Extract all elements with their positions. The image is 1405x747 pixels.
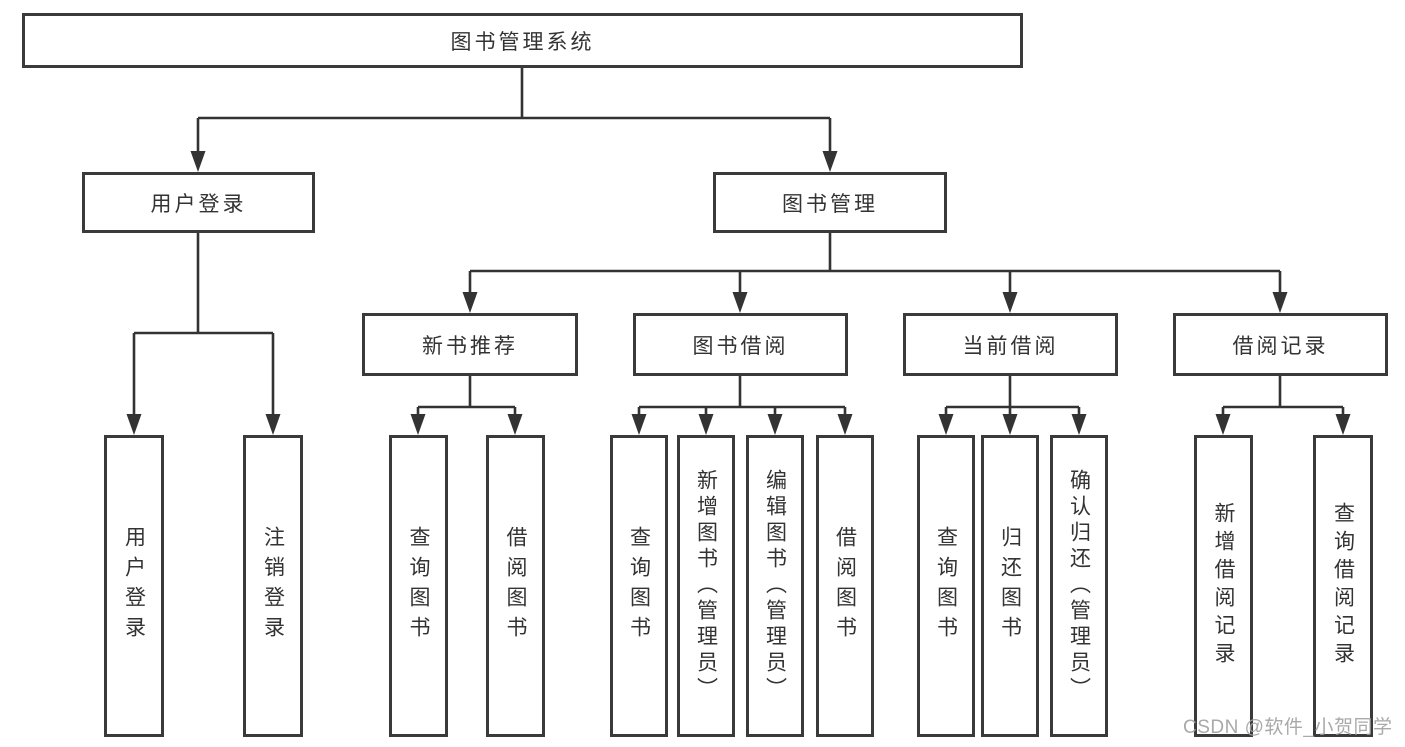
- node-leaf-br-query-record: 查询借阅记录: [1313, 435, 1373, 737]
- node-leaf-nbr-borrow-books: 借阅图书: [486, 435, 545, 737]
- node-label: 确认归还（管理员）: [1067, 469, 1091, 703]
- node-label: 借阅图书: [504, 526, 527, 646]
- node-borrowing-records: 借阅记录: [1173, 313, 1388, 376]
- node-label: 查询图书: [934, 526, 958, 646]
- node-label: 图书管理: [782, 192, 878, 216]
- node-label: 图书借阅: [692, 334, 789, 358]
- csdn-watermark: CSDN @软件_小贺同学: [1183, 717, 1393, 738]
- node-label: 用户登录: [122, 526, 146, 646]
- node-root-system: 图书管理系统: [22, 13, 1023, 68]
- node-label: 新增图书（管理员）: [694, 469, 718, 703]
- node-label: 编辑图书（管理员）: [763, 469, 787, 703]
- node-leaf-bb-add-books-admin: 新增图书（管理员）: [677, 435, 735, 737]
- node-leaf-user-login: 用户登录: [104, 435, 164, 737]
- node-label: 新书推荐: [422, 334, 518, 358]
- node-leaf-cb-return-books: 归还图书: [981, 435, 1039, 737]
- node-label: 新增借阅记录: [1212, 502, 1235, 670]
- node-label: 借阅图书: [833, 526, 857, 646]
- node-leaf-bb-edit-books-admin: 编辑图书（管理员）: [746, 435, 804, 737]
- node-leaf-nbr-query-books: 查询图书: [389, 435, 448, 737]
- node-label: 归还图书: [998, 526, 1022, 646]
- node-label: 查询图书: [627, 526, 651, 646]
- node-user-login-module: 用户登录: [82, 172, 315, 233]
- node-leaf-br-add-record: 新增借阅记录: [1194, 435, 1253, 737]
- node-label: 当前借阅: [962, 334, 1059, 358]
- node-label: 图书管理系统: [450, 30, 595, 54]
- node-label: 注销登录: [261, 526, 285, 646]
- node-book-management-module: 图书管理: [713, 172, 947, 233]
- node-label: 借阅记录: [1232, 334, 1329, 358]
- node-leaf-cb-confirm-return-admin: 确认归还（管理员）: [1050, 435, 1108, 737]
- node-current-borrowing: 当前借阅: [903, 313, 1118, 376]
- node-leaf-cb-query-books: 查询图书: [917, 435, 975, 737]
- node-label: 用户登录: [150, 192, 247, 216]
- node-label: 查询借阅记录: [1331, 502, 1355, 670]
- node-book-borrowing: 图书借阅: [633, 313, 848, 376]
- node-leaf-logout: 注销登录: [243, 435, 303, 737]
- node-leaf-bb-query-books: 查询图书: [610, 435, 668, 737]
- node-new-book-recommend: 新书推荐: [362, 313, 578, 376]
- node-label: 查询图书: [407, 526, 430, 646]
- arrowhead-icon: [126, 151, 1351, 435]
- node-leaf-bb-borrow-books: 借阅图书: [816, 435, 874, 737]
